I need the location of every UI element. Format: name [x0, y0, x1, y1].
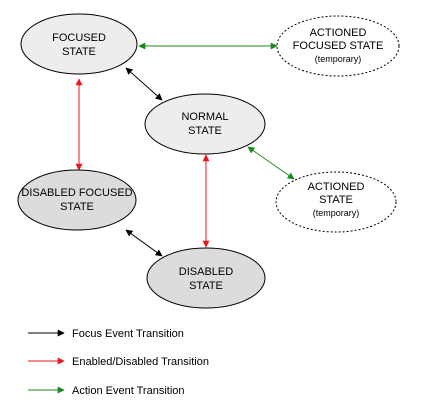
- legend: Focus Event Transition Enabled/Disabled …: [28, 328, 209, 397]
- node-actioned-line3: (temporary): [313, 208, 360, 218]
- node-normal-line2: STATE: [188, 125, 222, 137]
- node-disabled-line2: STATE: [189, 280, 223, 292]
- legend-action-label: Action Event Transition: [72, 385, 185, 397]
- legend-focus-label: Focus Event Transition: [72, 328, 184, 340]
- node-actioned-line1: ACTIONED: [308, 181, 365, 193]
- node-actioned-focused-line3: (temporary): [315, 54, 362, 64]
- legend-item-focus: Focus Event Transition: [28, 328, 184, 340]
- node-disabled-focused-state: DISABLED FOCUSED STATE: [17, 169, 137, 231]
- node-normal-ellipse: [144, 93, 266, 155]
- node-actioned-line2: STATE: [319, 194, 353, 206]
- node-focused-line2: STATE: [62, 46, 96, 58]
- node-actioned-focused-ellipse: [276, 15, 400, 77]
- node-actioned-focused-state: ACTIONED FOCUSED STATE (temporary): [276, 15, 400, 77]
- action-arrow-normal-actioned: [247, 146, 295, 180]
- node-focused-ellipse: [20, 13, 138, 75]
- focus-arrow-disabledfocused-disabled: [125, 229, 163, 257]
- node-actioned-focused-line2: FOCUSED STATE: [293, 40, 384, 52]
- node-actioned-state: ACTIONED STATE (temporary): [275, 171, 397, 233]
- node-focused-line1: FOCUSED: [52, 32, 106, 44]
- node-disabled-state: DISABLED STATE: [146, 247, 266, 309]
- focus-arrow-focused-normal: [125, 67, 163, 101]
- node-disabled-focused-ellipse: [17, 169, 137, 231]
- node-focused-state: FOCUSED STATE: [20, 13, 138, 75]
- node-disabled-line1: DISABLED: [179, 266, 233, 278]
- node-normal-line1: NORMAL: [181, 111, 228, 123]
- legend-item-action: Action Event Transition: [28, 385, 185, 397]
- node-disabled-ellipse: [146, 247, 266, 309]
- legend-item-enabled: Enabled/Disabled Transition: [28, 356, 209, 368]
- node-disabled-focused-line1: DISABLED FOCUSED: [21, 187, 132, 199]
- node-actioned-ellipse: [275, 171, 397, 233]
- node-normal-state: NORMAL STATE: [144, 93, 266, 155]
- legend-enabled-label: Enabled/Disabled Transition: [72, 356, 209, 368]
- node-actioned-focused-line1: ACTIONED: [310, 27, 367, 39]
- node-disabled-focused-line2: STATE: [60, 201, 94, 213]
